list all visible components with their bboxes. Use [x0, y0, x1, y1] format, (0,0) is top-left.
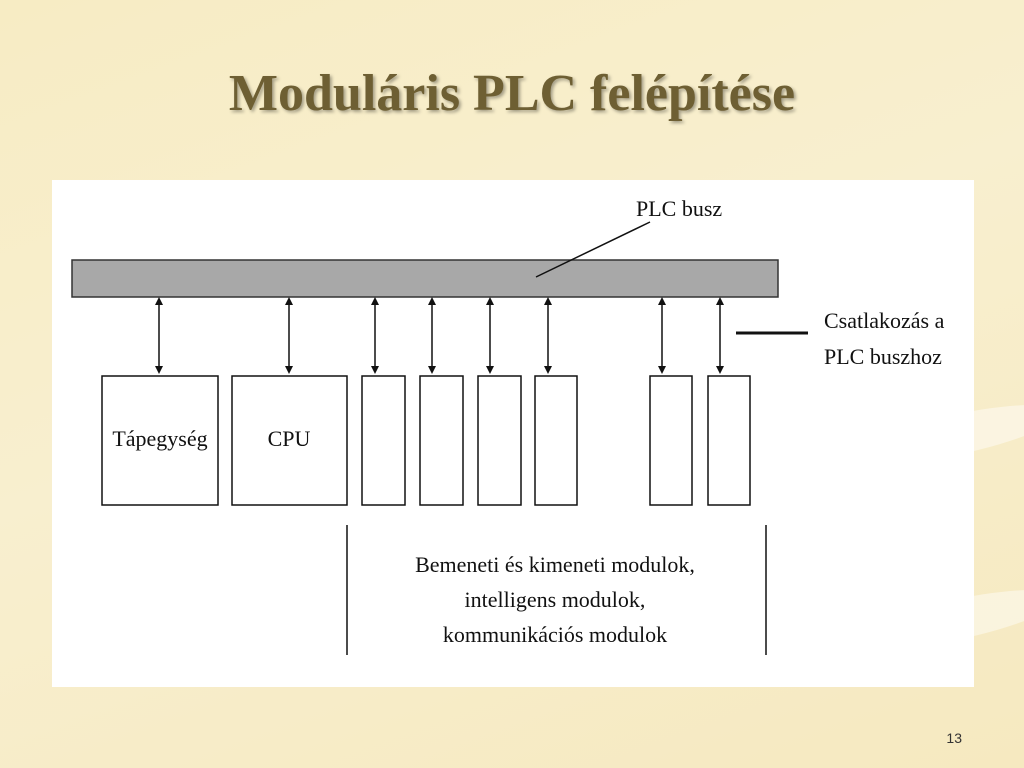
- plc-bus: [71, 259, 779, 298]
- cpu-module: [231, 375, 348, 506]
- slide-title: Moduláris PLC felépítése: [228, 65, 796, 122]
- power-supply-module: [101, 375, 219, 506]
- io-module: [707, 375, 751, 506]
- io-module: [361, 375, 406, 506]
- bus-label-leader: [535, 221, 651, 278]
- diagram-panel: PLC busz Csatlakozás a PLC buszhoz: [52, 180, 974, 687]
- io-module: [477, 375, 522, 506]
- io-caption-line2: intelligens modulok,: [465, 587, 646, 612]
- plc-diagram: PLC busz Csatlakozás a PLC buszhoz: [71, 196, 945, 655]
- bus-connections: [155, 297, 724, 374]
- io-caption-line3: kommunikációs modulok: [443, 622, 667, 647]
- page-number: 13: [946, 730, 962, 746]
- connection-label-line1: Csatlakozás a: [824, 308, 945, 333]
- power-supply-label: Tápegység: [112, 426, 207, 451]
- io-module: [419, 375, 464, 506]
- cpu-label: CPU: [268, 426, 311, 451]
- bus-label: PLC busz: [636, 196, 722, 221]
- connection-label-line2: PLC buszhoz: [824, 344, 942, 369]
- io-module: [649, 375, 693, 506]
- io-module: [534, 375, 578, 506]
- io-caption-line1: Bemeneti és kimeneti modulok,: [415, 552, 695, 577]
